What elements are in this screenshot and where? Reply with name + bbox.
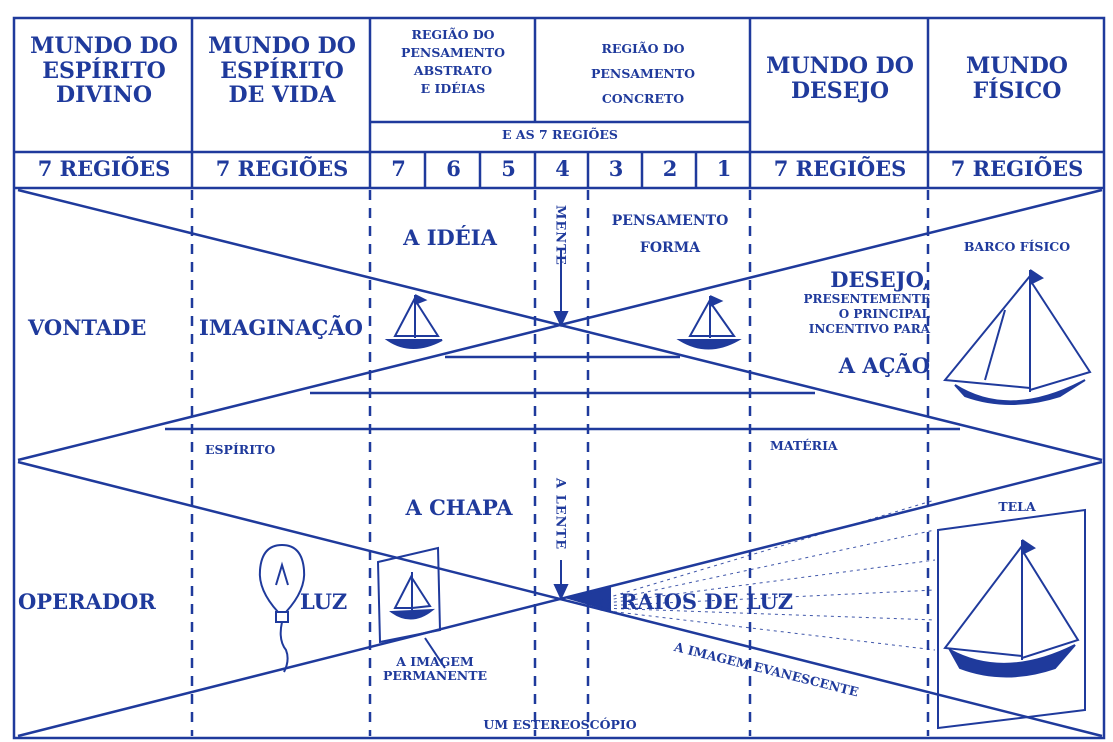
region-number: 5	[501, 156, 516, 181]
outer-frame	[12, 16, 1106, 740]
region-number: 3	[608, 156, 624, 181]
region-number: 4	[555, 156, 570, 181]
label-imaginacao: IMAGINAÇÃO	[199, 315, 363, 340]
label-a-lente: A LENTE	[552, 478, 568, 551]
light-bulb-icon	[258, 543, 306, 673]
region-number: 1	[716, 156, 732, 181]
label-pensamento-forma: PENSAMENTO FORMA	[611, 213, 729, 256]
label-a-ideia: A IDÉIA	[403, 225, 497, 250]
header-regiao-concreto: REGIÃO DO PENSAMENTO CONCRETO	[590, 41, 696, 106]
region-number: 2	[662, 156, 678, 181]
label-espirito: ESPÍRITO	[205, 442, 276, 457]
label-mente: MENTE	[552, 205, 568, 266]
header-mundo-fisico: MUNDO FÍSICO	[966, 53, 1068, 104]
label-a-chapa: A CHAPA	[405, 495, 513, 520]
small-boat-idea-icon	[384, 294, 443, 349]
label-vontade: VONTADE	[28, 315, 147, 340]
label-raios-de-luz: RAIOS DE LUZ	[620, 589, 794, 614]
header-regiao-abstrato: REGIÃO DO PENSAMENTO ABSTRATO E IDÉIAS	[400, 27, 506, 97]
label-a-acao: A AÇÃO	[838, 353, 930, 378]
regions-desejo: 7 REGIÕES	[773, 156, 907, 181]
region-number: 7	[391, 156, 406, 181]
label-luz: LUZ	[300, 589, 348, 614]
label-desejo-text: PRESENTEMENTE O PRINCIPAL INCENTIVO PARA	[803, 292, 930, 336]
regions-divino: 7 REGIÕES	[37, 156, 171, 181]
header-mundo-desejo: MUNDO DO DESEJO	[766, 53, 914, 104]
label-barco-fisico: BARCO FÍSICO	[963, 239, 1071, 254]
label-um-estereoscopio: UM ESTEREOSCÓPIO	[483, 717, 637, 732]
label-operador: OPERADOR	[18, 589, 156, 614]
screen-icon	[937, 508, 1086, 730]
region-number: 6	[446, 156, 461, 181]
regions-vida: 7 REGIÕES	[215, 156, 349, 181]
label-materia: MATÉRIA	[770, 438, 838, 453]
label-desejo: DESEJO,	[830, 267, 930, 292]
header-mundo-espirito-divino: MUNDO DO ESPÍRITO DIVINO	[30, 33, 178, 109]
small-boat-thought-icon	[676, 295, 742, 350]
label-tela: TELA	[998, 499, 1036, 514]
label-imagem-permanente: A IMAGEM PERMANENTE	[382, 654, 488, 684]
header-mundo-espirito-vida: MUNDO DO ESPÍRITO DE VIDA	[208, 33, 356, 109]
lower-diag-2	[17, 460, 1103, 738]
regions-fisico: 7 REGIÕES	[950, 156, 1084, 181]
header-e-as-7-regioes: E AS 7 REGIÕES	[502, 127, 618, 142]
plate-icon	[376, 546, 446, 669]
physical-boat-icon	[943, 269, 1092, 405]
